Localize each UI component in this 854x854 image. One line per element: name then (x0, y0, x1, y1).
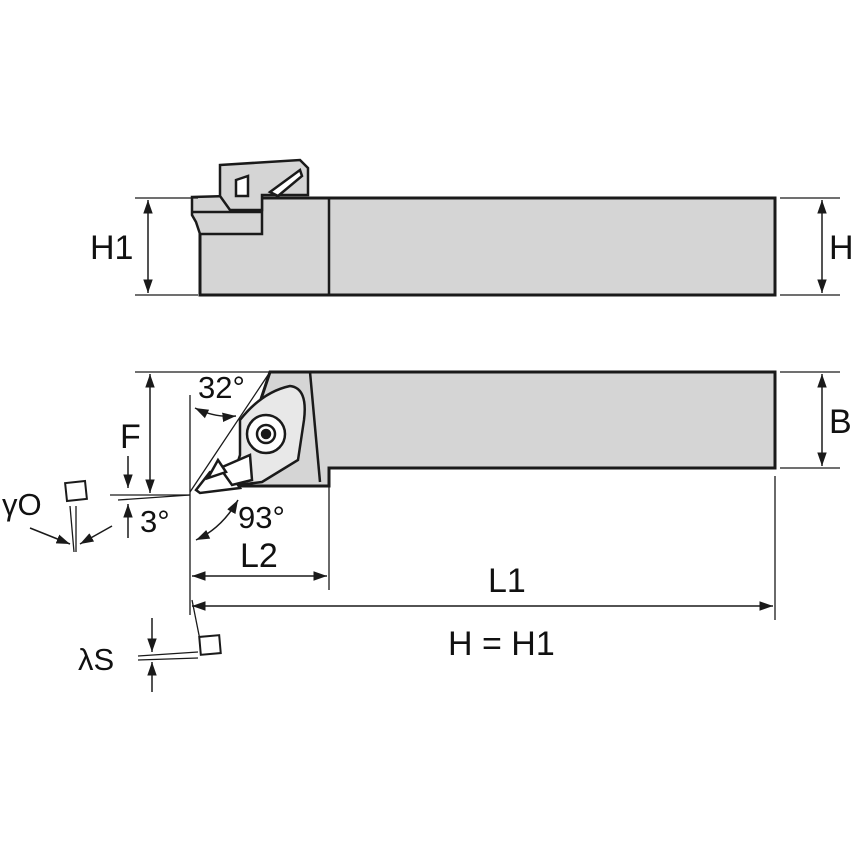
gamma-o-label: γO (2, 487, 42, 522)
angle-3-label: 3° (140, 504, 170, 539)
angle-32-arc (194, 407, 237, 422)
top-view-insert (194, 384, 306, 495)
side-view: H1 H (90, 158, 854, 297)
l1-label: L1 (488, 562, 526, 600)
f-label: F (120, 418, 141, 456)
side-view-shank (198, 196, 777, 297)
gamma-o-arrow-left (29, 527, 71, 545)
b-label: B (829, 403, 852, 441)
h1-side-label: H1 (90, 229, 133, 267)
lambda-s-label: λS (78, 642, 114, 677)
side-view-clamp-head (190, 158, 310, 236)
l2-label: L2 (240, 537, 278, 575)
h-equals-h1-note: H = H1 (448, 625, 555, 663)
h-side-label: H (829, 229, 854, 267)
top-view: B F 32° 93° 3° γO L2 L1 (2, 370, 852, 692)
lambda-s-insert-section (198, 634, 222, 656)
top-view-shank (229, 370, 777, 488)
angle-93-arc (195, 499, 239, 541)
gamma-o-insert-section (64, 479, 88, 503)
gamma-o-arrow-right (79, 525, 113, 545)
angle-93-label: 93° (238, 500, 285, 535)
angle-32-label: 32° (198, 370, 245, 405)
